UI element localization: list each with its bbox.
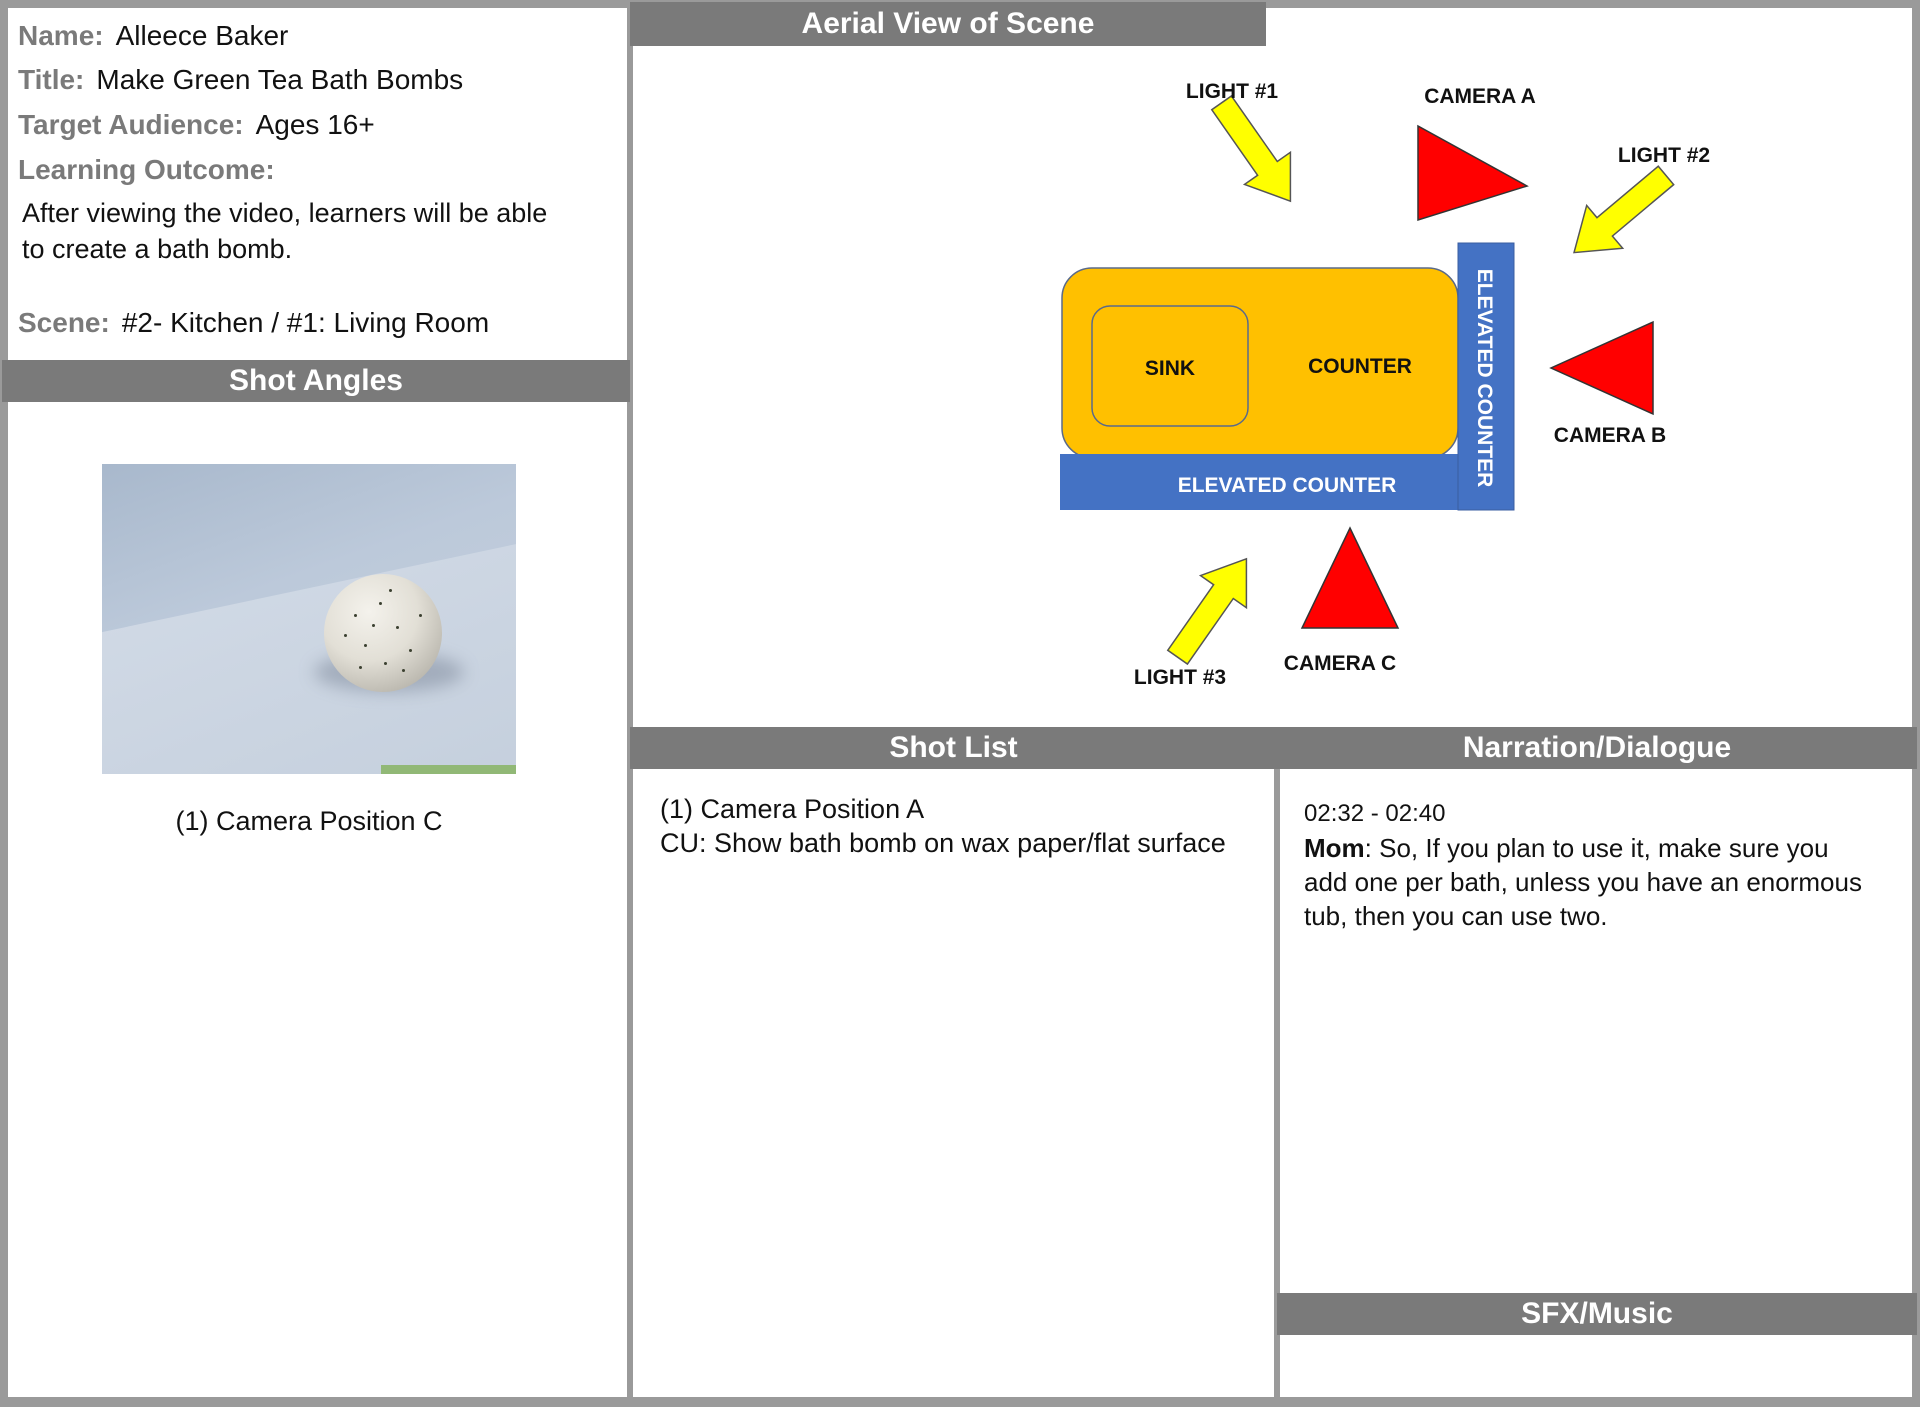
narration-timecode: 02:32 - 02:40 (1304, 800, 1446, 827)
light-1-icon (1210, 94, 1292, 203)
elevated-counter-horizontal (1060, 454, 1514, 510)
shot-list-line-1: (1) Camera Position A (660, 794, 925, 824)
divider-shotlist-narration (1274, 730, 1280, 1407)
photo-watermark (381, 765, 516, 774)
scene-label: Scene: (18, 307, 110, 338)
outcome-line-2: to create a bath bomb. (22, 234, 293, 264)
narration-line-1-text: : So, If you plan to use it, make sure y… (1364, 833, 1829, 863)
header-shot-angles: Shot Angles (2, 360, 630, 402)
info-name: Name: Alleece Baker (18, 20, 288, 52)
light-2-icon (1573, 165, 1675, 254)
sink-shape (1091, 305, 1249, 427)
elevated-counter-h-label: ELEVATED COUNTER (1178, 474, 1397, 497)
camera-b-label: CAMERA B (1554, 424, 1666, 447)
camera-a-label: CAMERA A (1424, 85, 1536, 108)
shot-list-text: (1) Camera Position A CU: Show bath bomb… (660, 792, 1226, 860)
camera-a-icon (1417, 124, 1529, 222)
elevated-counter-vertical (1457, 242, 1515, 511)
light-1-label: LIGHT #1 (1186, 80, 1279, 103)
camera-c-label: CAMERA C (1284, 652, 1396, 675)
light-2-label: LIGHT #2 (1618, 144, 1710, 167)
wax-paper (102, 528, 516, 774)
shot-list-line-2: CU: Show bath bomb on wax paper/flat sur… (660, 828, 1226, 858)
narration-line-3: tub, then you can use two. (1304, 901, 1608, 931)
audience-label: Target Audience: (18, 109, 244, 140)
frame-bottom (0, 1397, 1920, 1407)
counter-label: COUNTER (1308, 355, 1412, 378)
light-3-icon (1166, 557, 1248, 666)
name-value: Alleece Baker (115, 20, 289, 51)
camera-b-icon (1549, 320, 1654, 416)
header-aerial-view: Aerial View of Scene (630, 2, 1266, 46)
title-value: Make Green Tea Bath Bombs (96, 64, 464, 95)
shot-angle-caption: (1) Camera Position C (175, 806, 443, 836)
outcome-text: After viewing the video, learners will b… (22, 195, 547, 267)
frame-right (1912, 0, 1920, 1407)
header-narration: Narration/Dialogue (1277, 727, 1917, 769)
narration-line-2: add one per bath, unless you have an eno… (1304, 867, 1862, 897)
light-3-label: LIGHT #3 (1134, 666, 1226, 689)
narration-line-1: Mom: So, If you plan to use it, make sur… (1304, 831, 1862, 865)
narration-text: 02:32 - 02:40 Mom: So, If you plan to us… (1304, 797, 1862, 933)
scene-value: #2- Kitchen / #1: Living Room (121, 307, 490, 338)
outcome-label: Learning Outcome: (18, 154, 275, 185)
title-label: Title: (18, 64, 85, 95)
shot-angle-photo (102, 464, 516, 774)
audience-value: Ages 16+ (255, 109, 375, 140)
sink-label: SINK (1145, 357, 1195, 380)
narration-speaker: Mom (1304, 833, 1365, 863)
info-scene: Scene: #2- Kitchen / #1: Living Room (18, 307, 489, 339)
header-sfx-music: SFX/Music (1277, 1293, 1917, 1335)
frame-left (0, 0, 8, 1407)
divider-left-column (627, 0, 633, 1407)
info-title: Title: Make Green Tea Bath Bombs (18, 64, 463, 96)
camera-c-icon (1300, 526, 1400, 629)
bath-bomb (324, 574, 442, 692)
name-label: Name: (18, 20, 104, 51)
counter-shape (1061, 267, 1459, 459)
header-shot-list: Shot List (630, 727, 1277, 769)
elevated-counter-v-label: ELEVATED COUNTER (1473, 269, 1496, 488)
outcome-line-1: After viewing the video, learners will b… (22, 198, 548, 228)
info-audience: Target Audience: Ages 16+ (18, 109, 375, 141)
info-outcome: Learning Outcome: (18, 154, 287, 186)
